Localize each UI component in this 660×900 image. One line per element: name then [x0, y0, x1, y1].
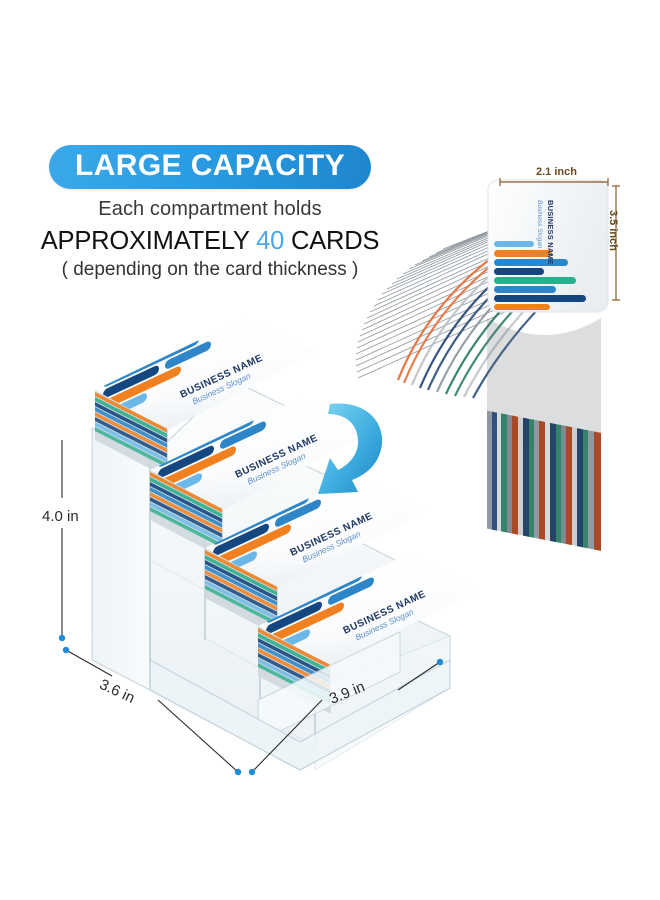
- tier-3-card-slogan: Business Slogan: [301, 528, 363, 564]
- capacity-note: ( depending on the card thickness ): [61, 258, 359, 280]
- stack-body-stripes: [487, 410, 601, 551]
- tier-4: BUSINESS NAME Business Slogan: [258, 554, 481, 714]
- capacity-suffix: CARDS: [291, 226, 380, 255]
- dimension-label-card-height: 3.5 inch: [607, 210, 619, 251]
- capacity-prefix: APPROXIMATELY: [40, 226, 250, 255]
- tier-3-card-text: BUSINESS NAME Business Slogan: [289, 511, 375, 565]
- dimension-dot: [62, 646, 70, 654]
- stack-card-slogan: Business Slogan: [536, 200, 543, 249]
- tier-2-card-text: BUSINESS NAME Business Slogan: [234, 433, 320, 487]
- stack-top-card: [487, 179, 609, 313]
- insert-direction-arrow: [318, 403, 383, 494]
- tier-3: BUSINESS NAME Business Slogan: [205, 476, 428, 636]
- stack-top-card-stripes: [494, 241, 586, 310]
- holder-front-lip: [257, 631, 401, 743]
- dimension-dot: [248, 768, 256, 776]
- tier-4-card-text: BUSINESS NAME Business Slogan: [342, 589, 428, 643]
- holder-step-faces: [149, 457, 451, 771]
- dimension-dot: [234, 768, 242, 776]
- dimension-dot: [436, 658, 444, 666]
- tier-3-card-edges: [205, 550, 277, 626]
- tier-2-card-title: BUSINESS NAME: [234, 433, 320, 481]
- stack-card-title: BUSINESS NAME: [546, 200, 555, 265]
- tier-2: BUSINESS NAME Business Slogan: [150, 398, 373, 558]
- tier-1-card-edges: [95, 392, 167, 468]
- tier-4-card-edges: [258, 628, 330, 704]
- holder-left-panel: [91, 427, 151, 691]
- subtitle-text: Each compartment holds: [98, 197, 322, 220]
- tier-4-card-slogan: Business Slogan: [354, 606, 416, 642]
- large-capacity-badge: LARGE CAPACITY: [48, 145, 372, 189]
- acrylic-card-holder: BUSINESS NAME Business Slogan: [91, 318, 481, 771]
- dimension-label-depth: 3.6 in: [96, 676, 138, 707]
- tier-2-card-slogan: Business Slogan: [246, 450, 308, 486]
- holder-dividers: [149, 458, 316, 752]
- tier-3-card-title: BUSINESS NAME: [289, 511, 375, 559]
- tier-1: BUSINESS NAME Business Slogan: [95, 318, 318, 478]
- capacity-number: 40: [256, 226, 285, 255]
- capacity-headline: APPROXIMATELY 40 CARDS: [0, 227, 420, 256]
- dimension-label-height: 4.0 in: [42, 508, 79, 525]
- tier-2-card-edges: [150, 472, 222, 548]
- tier-4-card-title: BUSINESS NAME: [342, 589, 428, 637]
- card-dimension-arrows: [499, 178, 620, 301]
- stack-body-shadow: [487, 318, 601, 451]
- holder-dimension-lines: [58, 440, 444, 776]
- fan-edges-colored: [396, 247, 562, 399]
- dimension-label-width: 3.9 in: [327, 678, 368, 708]
- tier-1-card-title: BUSINESS NAME: [179, 353, 265, 401]
- tier-1-card-slogan: Business Slogan: [191, 370, 253, 406]
- holder-body: [149, 379, 451, 771]
- dimension-dot: [58, 634, 66, 642]
- header-text-block: LARGE CAPACITY Each compartment holds AP…: [0, 145, 420, 281]
- stack-top-card-text: BUSINESS NAME Business Slogan: [536, 200, 555, 265]
- tier-1-card-text: BUSINESS NAME Business Slogan: [179, 353, 265, 407]
- holder-base: [149, 659, 451, 771]
- dimension-label-card-width: 2.1 inch: [536, 166, 577, 178]
